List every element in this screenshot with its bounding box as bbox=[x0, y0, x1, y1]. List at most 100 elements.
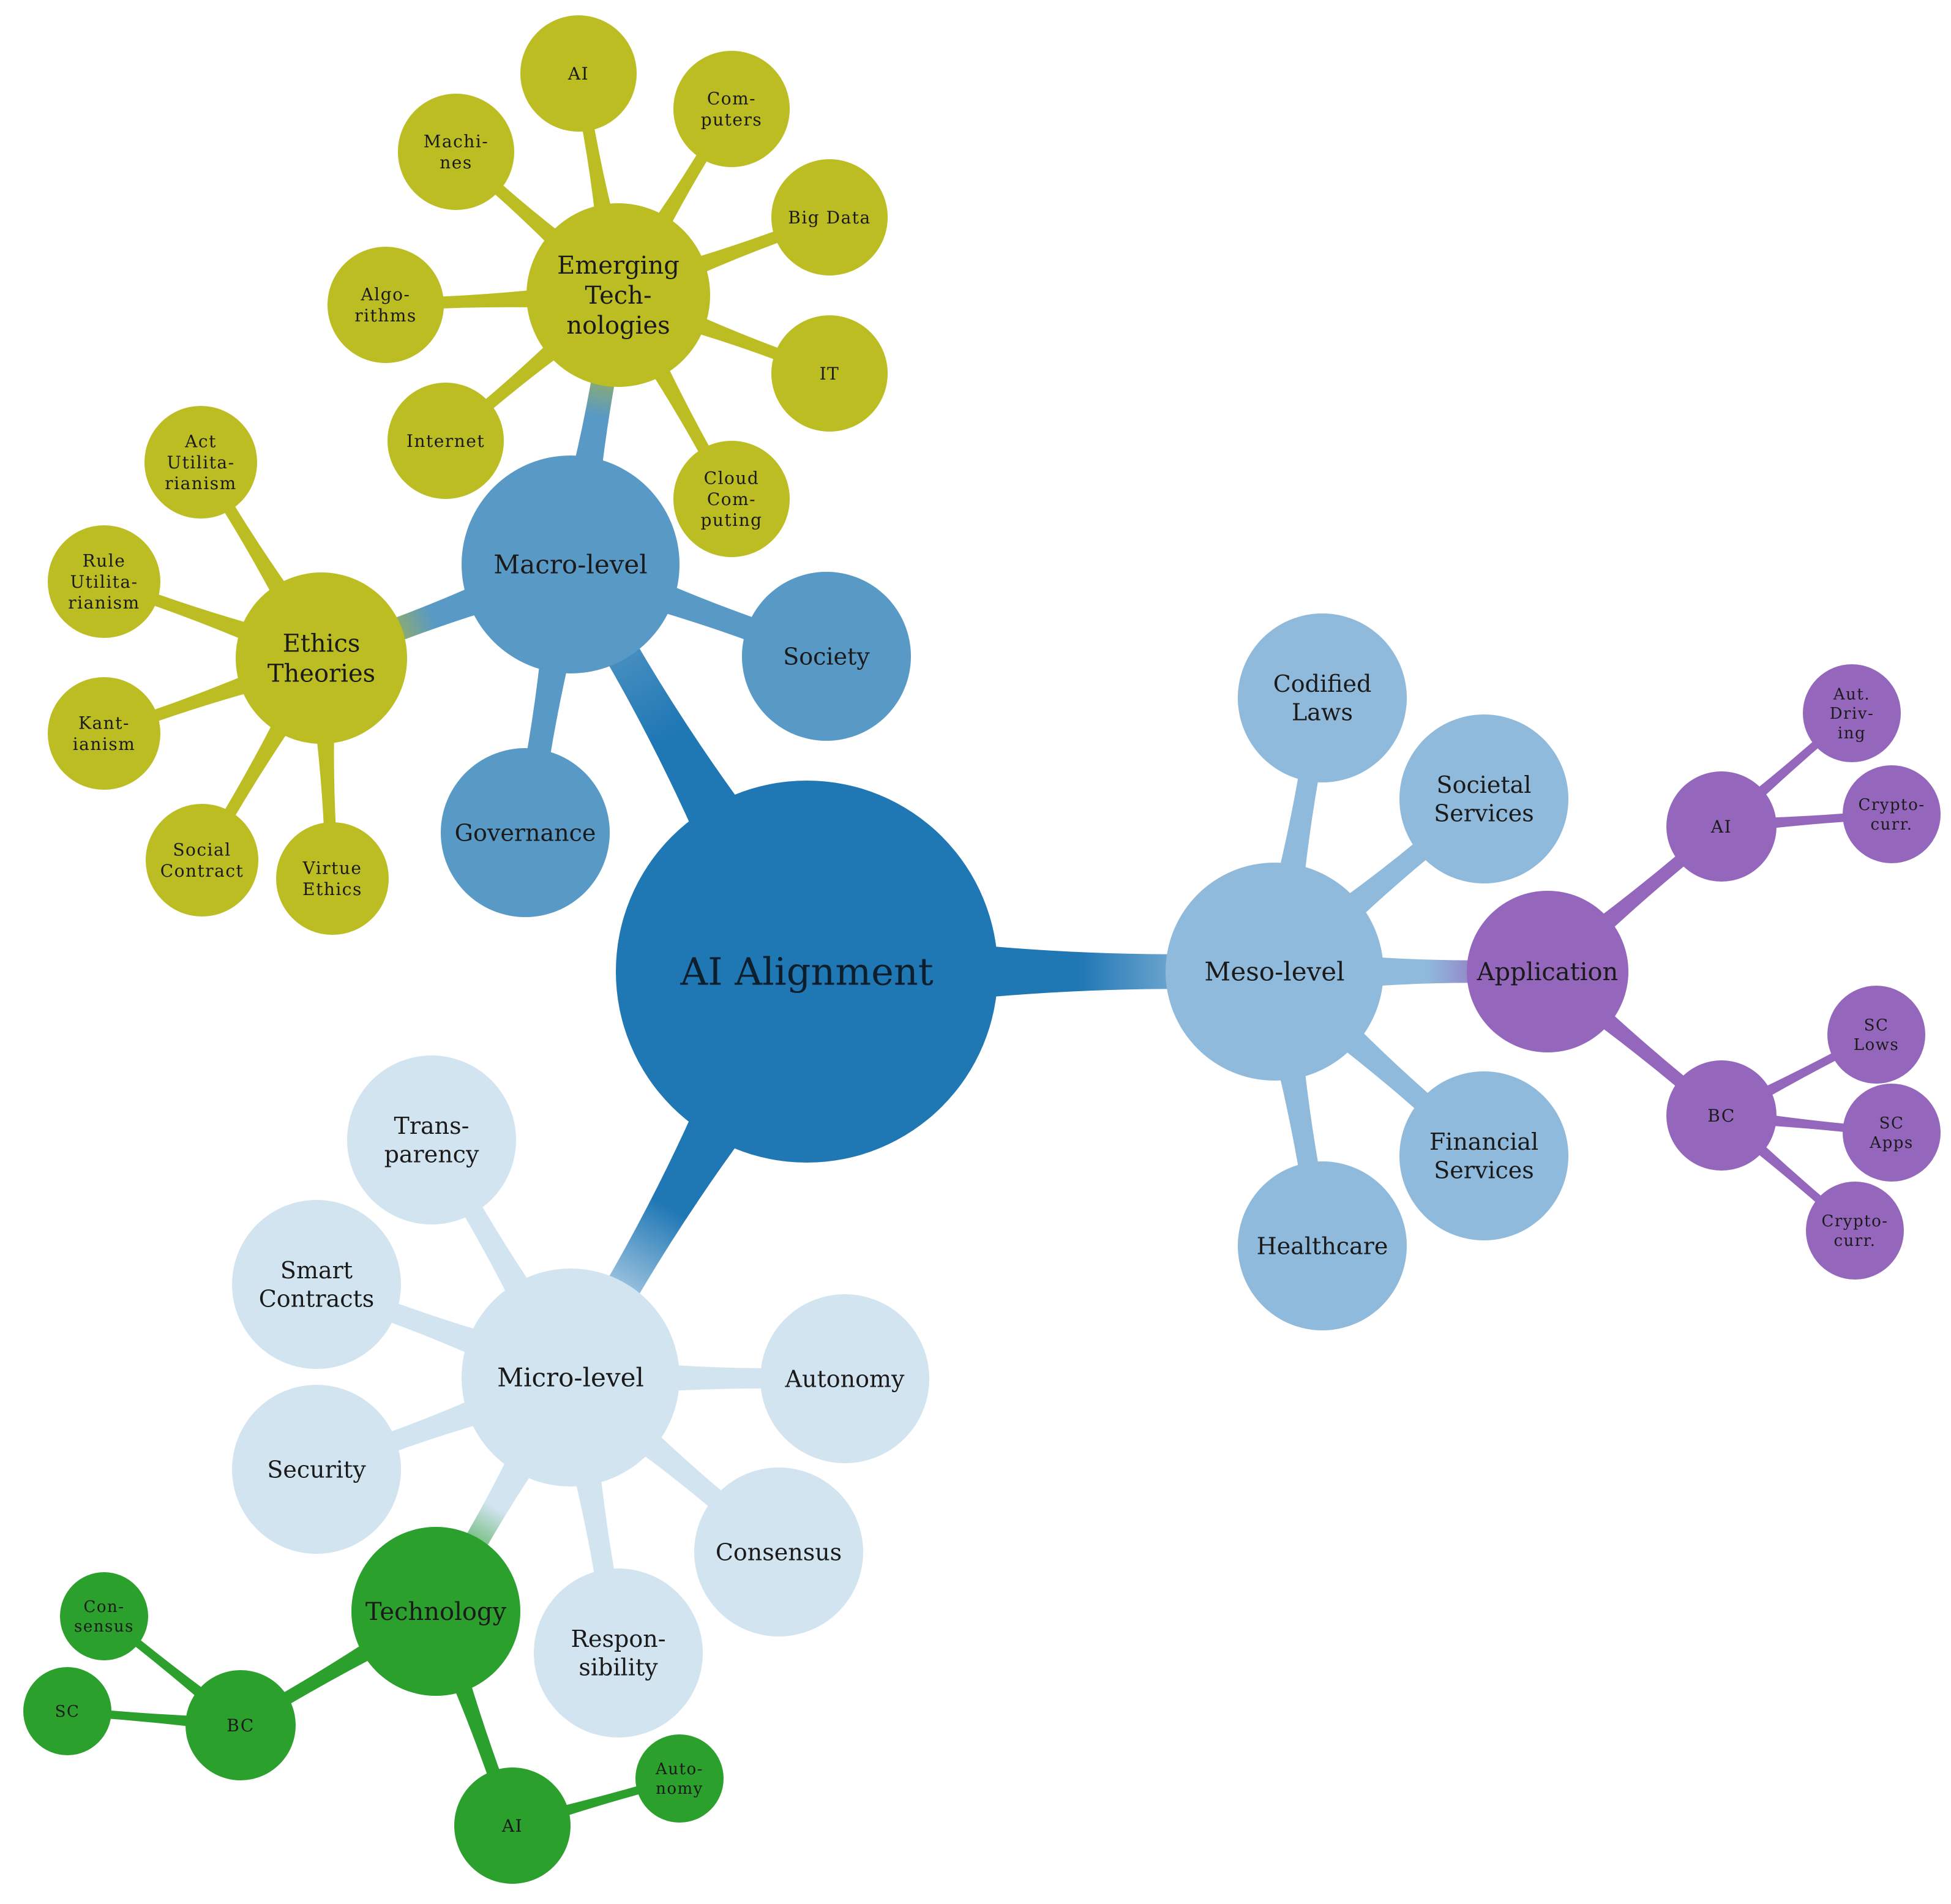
node-ai: AI bbox=[1666, 771, 1777, 882]
node-bubble bbox=[48, 677, 160, 790]
node-bubble bbox=[1666, 771, 1777, 882]
node-label: Consensus bbox=[716, 1539, 842, 1565]
node-label: Kant- bbox=[78, 713, 130, 733]
node-bubble bbox=[351, 1527, 520, 1696]
node-label: Services bbox=[1434, 1156, 1534, 1183]
node-bubble bbox=[673, 441, 790, 557]
node-label: SC bbox=[1879, 1114, 1904, 1133]
node-autonomy: Autonomy bbox=[760, 1294, 929, 1463]
node-label: BC bbox=[227, 1715, 255, 1736]
node-label: sensus bbox=[74, 1617, 134, 1636]
node-label: Respon- bbox=[571, 1625, 665, 1652]
node-bubble bbox=[1843, 1084, 1941, 1182]
node-bubble bbox=[1166, 863, 1384, 1081]
node-label: Con- bbox=[83, 1598, 124, 1616]
node-label: Utilita- bbox=[167, 452, 234, 473]
node-technology: Technology bbox=[351, 1527, 520, 1696]
node-label: SC bbox=[1864, 1016, 1889, 1035]
node-label: AI bbox=[1710, 817, 1732, 837]
node-bubble bbox=[1399, 1071, 1568, 1240]
node-crypto-curr: Crypto-curr. bbox=[1806, 1182, 1904, 1280]
node-label: Services bbox=[1434, 800, 1534, 826]
node-label: Lows bbox=[1854, 1036, 1900, 1054]
node-label: curr. bbox=[1833, 1232, 1876, 1250]
node-label: Crypto- bbox=[1858, 796, 1925, 814]
node-label: Smart bbox=[280, 1257, 353, 1284]
node-label: AI bbox=[501, 1816, 523, 1836]
node-society: Society bbox=[742, 572, 911, 741]
node-label: puters bbox=[701, 110, 763, 130]
node-label: Utilita- bbox=[70, 572, 138, 592]
node-label: Virtue bbox=[302, 858, 362, 879]
node-macro-level: Macro-level bbox=[462, 455, 680, 673]
node-bubble bbox=[771, 315, 888, 432]
node-label: Ethics bbox=[302, 879, 362, 899]
node-label: Codified bbox=[1273, 670, 1372, 697]
node-bubble bbox=[60, 1572, 148, 1660]
node-label: Crypto- bbox=[1821, 1212, 1888, 1231]
node-label: Society bbox=[783, 643, 870, 670]
node-label: ing bbox=[1838, 724, 1866, 743]
node-bubble bbox=[388, 383, 504, 499]
connector-appBC-appBC0 bbox=[1745, 1043, 1855, 1107]
connector-techBC-techBC1 bbox=[91, 1709, 211, 1729]
node-label: nologies bbox=[566, 312, 670, 340]
node-label: Driv- bbox=[1830, 705, 1874, 723]
node-label: Com- bbox=[707, 89, 756, 109]
node-bubble bbox=[526, 203, 710, 387]
node-label: Algo- bbox=[361, 285, 411, 305]
node-label: Rule bbox=[83, 551, 126, 571]
node-label: Emerging bbox=[557, 252, 680, 280]
node-bubble bbox=[1238, 613, 1407, 782]
node-label: AI Alignment bbox=[680, 950, 933, 994]
node-com-puters: Com-puters bbox=[673, 51, 790, 167]
node-ai: AI bbox=[454, 1767, 571, 1884]
node-label: Big Data bbox=[788, 208, 871, 228]
node-label: nomy bbox=[656, 1780, 703, 1798]
node-application: Application bbox=[1467, 891, 1628, 1052]
node-bubble bbox=[462, 1269, 680, 1486]
node-healthcare: Healthcare bbox=[1238, 1161, 1407, 1330]
node-label: BC bbox=[1707, 1106, 1736, 1126]
node-label: puting bbox=[700, 510, 762, 530]
node-label: Financial bbox=[1429, 1128, 1538, 1155]
node-respon-sibility: Respon-sibility bbox=[534, 1569, 703, 1737]
node-security: Security bbox=[232, 1385, 401, 1554]
node-bubble bbox=[760, 1294, 929, 1463]
node-bubble bbox=[673, 51, 790, 167]
node-bubble bbox=[1467, 891, 1628, 1052]
node-trans-parency: Trans-parency bbox=[347, 1055, 516, 1224]
node-label: Micro-level bbox=[497, 1363, 644, 1393]
node-label: Contracts bbox=[259, 1285, 375, 1312]
node-bubble bbox=[48, 525, 160, 638]
node-bubble bbox=[534, 1569, 703, 1737]
node-it: IT bbox=[771, 315, 888, 432]
node-big-data: Big Data bbox=[771, 159, 888, 275]
node-label: Contract bbox=[160, 861, 244, 881]
node-label: Social bbox=[173, 840, 231, 860]
node-label: Internet bbox=[406, 431, 485, 451]
node-label: parency bbox=[384, 1141, 479, 1168]
node-label: rianism bbox=[68, 593, 140, 613]
node-con-sensus: Con-sensus bbox=[60, 1572, 148, 1660]
node-label: Apps bbox=[1869, 1134, 1913, 1152]
node-label: Governance bbox=[455, 819, 596, 846]
node-meso-level: Meso-level bbox=[1166, 863, 1384, 1081]
node-bubble bbox=[616, 781, 998, 1163]
node-auto-nomy: Auto-nomy bbox=[635, 1734, 724, 1823]
mind-map-nodes: AI Alignment Macro-levelSocietyGovernance… bbox=[23, 15, 1941, 1884]
node-label: rithms bbox=[354, 305, 417, 326]
node-label: AI bbox=[567, 64, 589, 84]
node-bubble bbox=[232, 1200, 401, 1369]
node-bubble bbox=[144, 406, 257, 519]
node-bubble bbox=[185, 1670, 296, 1780]
node-label: Trans- bbox=[394, 1112, 470, 1139]
